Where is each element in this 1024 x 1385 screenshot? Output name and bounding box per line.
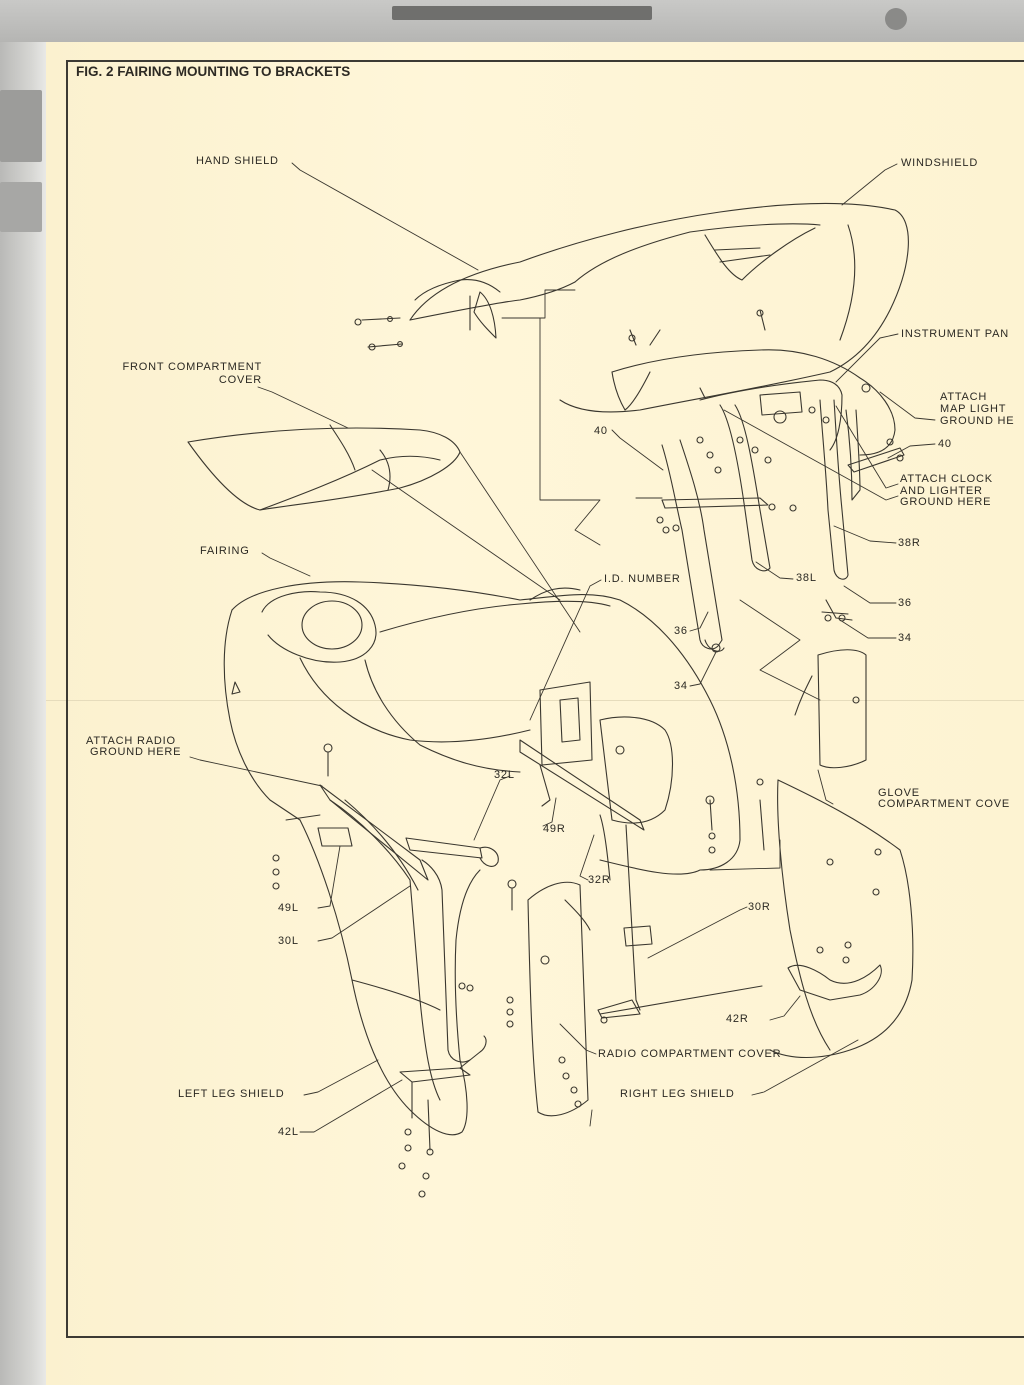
label-attach-clock-line3: GROUND HERE (900, 496, 992, 508)
label-attach-clock: ATTACH CLOCK (900, 473, 993, 485)
label-front-compartment-cover: FRONT COMPARTMENT (122, 361, 262, 373)
windshield-drawing (409, 202, 909, 413)
label-fairing: FAIRING (200, 545, 250, 557)
label-front-compartment-cover-line2: COVER (218, 374, 262, 386)
glove-compartment-cover-drawing (794, 649, 867, 769)
label-windshield: WINDSHIELD (901, 157, 979, 169)
label-part-36-left: 36 (674, 625, 688, 637)
scanner-knob (885, 8, 907, 30)
label-hand-shield: HAND SHIELD (196, 155, 279, 167)
figure-title: FIG. 2 FAIRING MOUNTING TO BRACKETS (76, 64, 351, 79)
label-part-30r: 30R (748, 901, 771, 913)
hand-shield-drawing (354, 278, 501, 351)
label-part-42l: 42L (278, 1126, 299, 1138)
fold-crease (46, 700, 1024, 701)
label-part-38l: 38L (796, 572, 817, 584)
paper-sheet (46, 42, 1024, 1385)
label-part-42r: 42R (726, 1013, 749, 1025)
label-radio-compartment-cover: RADIO COMPARTMENT COVER (598, 1048, 782, 1060)
label-part-32l: 32L (494, 769, 515, 781)
label-attach-map-light-line2: MAP LIGHT (940, 403, 1007, 415)
radio-compartment-cover-drawing (527, 881, 591, 1117)
label-id-number: I.D. NUMBER (604, 573, 681, 585)
instrument-panel-drawing (611, 309, 896, 456)
leader-lines (189, 162, 936, 1133)
label-glove-compartment-cover: GLOVE (878, 787, 920, 799)
label-attach-map-light-line3: GROUND HE (940, 415, 1015, 427)
right-leg-shield-drawing (769, 779, 914, 1059)
front-compartment-cover-drawing (187, 424, 461, 511)
label-part-40-left: 40 (594, 425, 608, 437)
right-lower-bracket-drawing (519, 739, 882, 1108)
figure-border (66, 60, 1024, 1338)
fairing-drawing (223, 581, 741, 875)
scanner-tab (0, 182, 42, 232)
label-part-49r: 49R (543, 823, 566, 835)
label-attach-clock-line2: AND LIGHTER (900, 485, 983, 497)
scanner-tab (0, 90, 42, 162)
left-lower-bracket-drawing (272, 743, 517, 1198)
upper-bracket-drawing (635, 383, 905, 653)
label-part-30l: 30L (278, 935, 299, 947)
scanner-edge (0, 42, 46, 1385)
label-part-34-left: 34 (674, 680, 688, 692)
label-part-36-right: 36 (898, 597, 912, 609)
label-part-34-right: 34 (898, 632, 912, 644)
label-left-leg-shield: LEFT LEG SHIELD (178, 1088, 285, 1100)
label-instrument-panel: INSTRUMENT PAN (901, 328, 1009, 340)
label-part-38r: 38R (898, 537, 921, 549)
scanner-lid (0, 0, 1024, 42)
label-part-40-right: 40 (938, 438, 952, 450)
alignment-lines (285, 289, 821, 1127)
label-attach-map-light: ATTACH (940, 391, 988, 403)
label-right-leg-shield: RIGHT LEG SHIELD (620, 1088, 735, 1100)
label-attach-radio: ATTACH RADIO (86, 735, 176, 747)
left-leg-shield-drawing (299, 819, 481, 1136)
scanner-slot (392, 6, 652, 20)
label-part-49l: 49L (278, 902, 299, 914)
label-attach-radio-line2: GROUND HERE (90, 746, 182, 758)
label-part-32r: 32R (588, 874, 611, 886)
label-glove-compartment-cover-line2: COMPARTMENT COVE (878, 798, 1010, 810)
